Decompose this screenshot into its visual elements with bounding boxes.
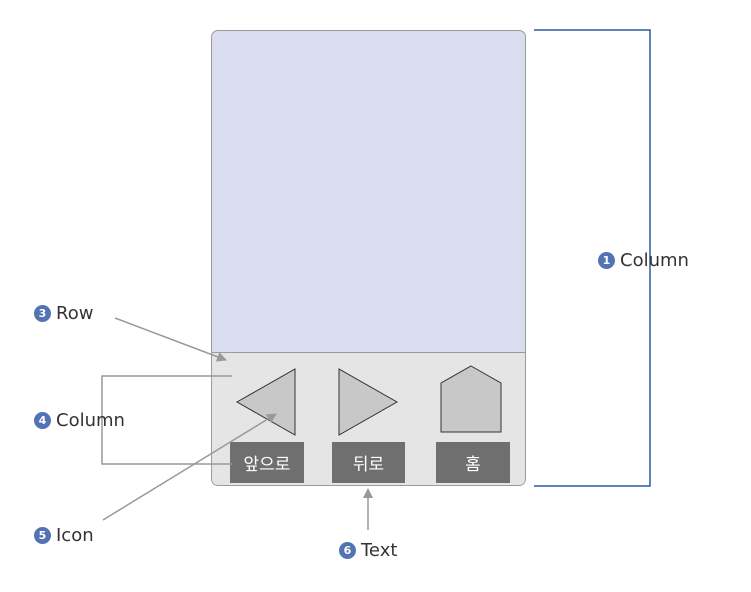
home-button-label[interactable]: 홈 — [436, 442, 510, 483]
annotation-column-outer: 1 Column — [598, 250, 689, 271]
phone-frame: 앞으로 뒤로 홈 — [211, 30, 526, 486]
button-row: 앞으로 뒤로 홈 — [212, 352, 525, 485]
badge-5: 5 — [34, 527, 51, 544]
home-icon[interactable] — [440, 365, 502, 433]
annotation-label: Column — [56, 410, 125, 431]
annotation-text: 6 Text — [339, 540, 397, 561]
triangle-right-icon[interactable] — [338, 368, 399, 436]
column-bracket — [534, 29, 651, 487]
row-arrow — [114, 317, 227, 362]
back-button-label[interactable]: 뒤로 — [332, 442, 405, 483]
icon-layer — [235, 365, 502, 436]
annotation-row: 3 Row — [34, 303, 93, 324]
badge-1: 1 — [598, 252, 615, 269]
annotation-icon: 5 Icon — [34, 525, 94, 546]
annotation-label: Column — [620, 250, 689, 271]
badge-4: 4 — [34, 412, 51, 429]
icon-arrow — [102, 413, 277, 521]
badge-6: 6 — [339, 542, 356, 559]
annotation-label: Text — [361, 540, 398, 561]
badge-3: 3 — [34, 305, 51, 322]
annotation-column-inner: 4 Column — [34, 410, 125, 431]
forward-button-label[interactable]: 앞으로 — [230, 442, 304, 483]
annotation-label: Row — [56, 303, 94, 324]
annotation-label: Icon — [56, 525, 94, 546]
inner-column-bracket — [101, 375, 232, 465]
